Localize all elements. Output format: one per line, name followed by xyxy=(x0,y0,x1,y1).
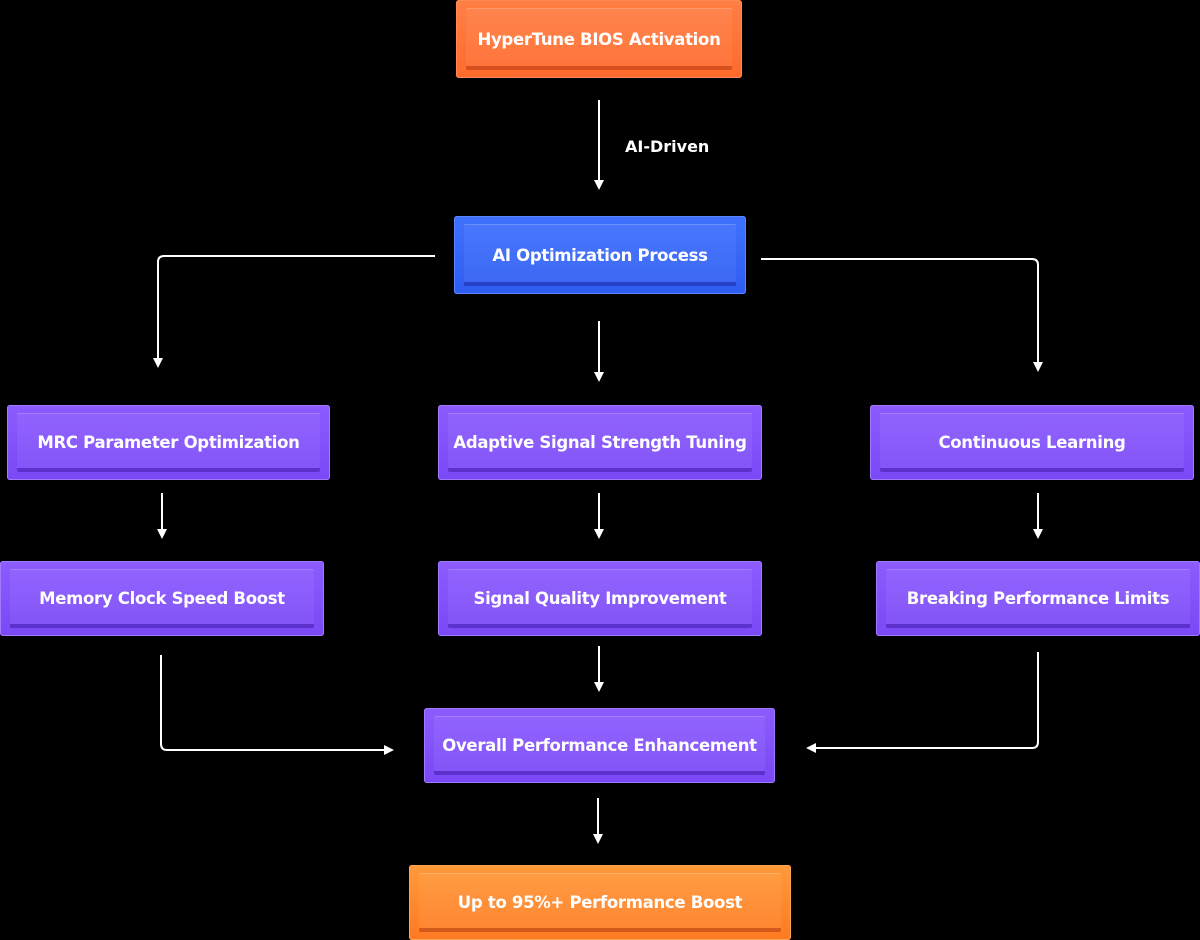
node-mrc-parameter-label: MRC Parameter Optimization xyxy=(37,433,300,452)
node-memory-clock: Memory Clock Speed Boost xyxy=(0,561,324,636)
connector-memory-to-overall xyxy=(160,655,394,755)
node-overall-performance: Overall Performance Enhancement xyxy=(424,708,775,783)
connector-breaking-to-overall xyxy=(806,652,1039,753)
node-breaking-limits-label: Breaking Performance Limits xyxy=(906,589,1170,608)
node-overall-performance-label: Overall Performance Enhancement xyxy=(442,736,757,755)
node-performance-boost: Up to 95%+ Performance Boost xyxy=(409,865,791,940)
node-adaptive-signal-label: Adaptive Signal Strength Tuning xyxy=(453,433,747,452)
node-continuous-learning: Continuous Learning xyxy=(870,405,1194,480)
node-ai-optimization-label: AI Optimization Process xyxy=(492,245,708,265)
node-memory-clock-label: Memory Clock Speed Boost xyxy=(39,589,285,608)
node-performance-boost-label: Up to 95%+ Performance Boost xyxy=(457,893,743,912)
node-adaptive-signal: Adaptive Signal Strength Tuning xyxy=(438,405,762,480)
node-breaking-limits: Breaking Performance Limits xyxy=(876,561,1200,636)
node-continuous-learning-label: Continuous Learning xyxy=(938,433,1126,452)
node-mrc-parameter: MRC Parameter Optimization xyxy=(7,405,330,480)
node-signal-quality: Signal Quality Improvement xyxy=(438,561,762,636)
node-bios-activation: HyperTune BIOS Activation xyxy=(456,0,742,78)
node-ai-optimization: AI Optimization Process xyxy=(454,216,746,294)
connector-ai-to-mrc xyxy=(153,255,435,368)
node-bios-activation-label: HyperTune BIOS Activation xyxy=(477,29,721,49)
node-signal-quality-label: Signal Quality Improvement xyxy=(473,589,727,608)
edge-label-ai-driven: AI-Driven xyxy=(625,137,710,156)
connector-ai-to-continuous xyxy=(761,258,1043,372)
